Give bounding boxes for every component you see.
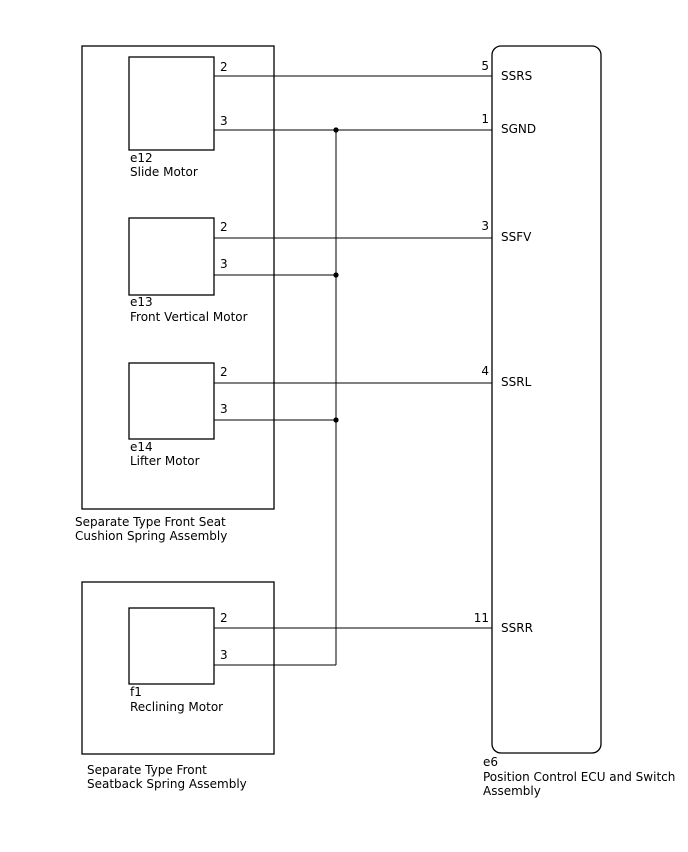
ecu-name-line2: Assembly <box>483 784 541 798</box>
slide-motor-code: e12 <box>130 151 153 165</box>
ecu-pin-number: 1 <box>481 112 489 126</box>
seatback-assembly-label-line2: Seatback Spring Assembly <box>87 777 247 791</box>
front-vertical-motor-pin-b: 3 <box>220 257 228 271</box>
ecu-pin-number: 3 <box>481 219 489 233</box>
cushion-spring-assembly-frame <box>81 45 275 510</box>
front-vertical-motor-code: e13 <box>130 295 153 309</box>
ecu-pin-number: 4 <box>481 364 489 378</box>
ecu-signal-name: SSRL <box>501 375 532 389</box>
reclining-motor-pin-b: 3 <box>220 648 228 662</box>
ecu-block <box>491 45 602 754</box>
front-vertical-motor-box <box>128 217 215 296</box>
slide-motor-pin-b: 3 <box>220 114 228 128</box>
lifter-motor-pin-b: 3 <box>220 402 228 416</box>
junction-dot <box>333 417 339 423</box>
slide-motor-pin-a: 2 <box>220 60 228 74</box>
ecu-signal-name: SGND <box>501 122 536 136</box>
lifter-motor-name: Lifter Motor <box>130 454 200 468</box>
lifter-motor-code: e14 <box>130 440 153 454</box>
front-vertical-motor-name: Front Vertical Motor <box>130 310 248 324</box>
ecu-signal-name: SSRR <box>501 621 533 635</box>
slide-motor-name: Slide Motor <box>130 165 198 179</box>
lifter-motor-pin-a: 2 <box>220 365 228 379</box>
ecu-signal-name: SSFV <box>501 230 532 244</box>
seatback-assembly-label-line1: Separate Type Front <box>87 763 207 777</box>
cushion-assembly-label-line1: Separate Type Front Seat <box>75 515 226 529</box>
ecu-pin-number: 5 <box>481 59 489 73</box>
front-vertical-motor-pin-a: 2 <box>220 220 228 234</box>
seatback-spring-assembly-frame <box>81 581 275 755</box>
reclining-motor-name: Reclining Motor <box>130 700 223 714</box>
lifter-motor-box <box>128 362 215 440</box>
cushion-assembly-label-line2: Cushion Spring Assembly <box>75 529 227 543</box>
ecu-pin-number: 11 <box>474 611 489 625</box>
ecu-signal-name: SSRS <box>501 69 532 83</box>
junction-dot <box>333 127 339 133</box>
reclining-motor-box <box>128 607 215 685</box>
ecu-name-line1: Position Control ECU and Switch <box>483 770 675 784</box>
reclining-motor-pin-a: 2 <box>220 611 228 625</box>
reclining-motor-code: f1 <box>130 685 142 699</box>
junction-dot <box>333 272 339 278</box>
slide-motor-box <box>128 56 215 151</box>
ecu-code: e6 <box>483 755 498 769</box>
